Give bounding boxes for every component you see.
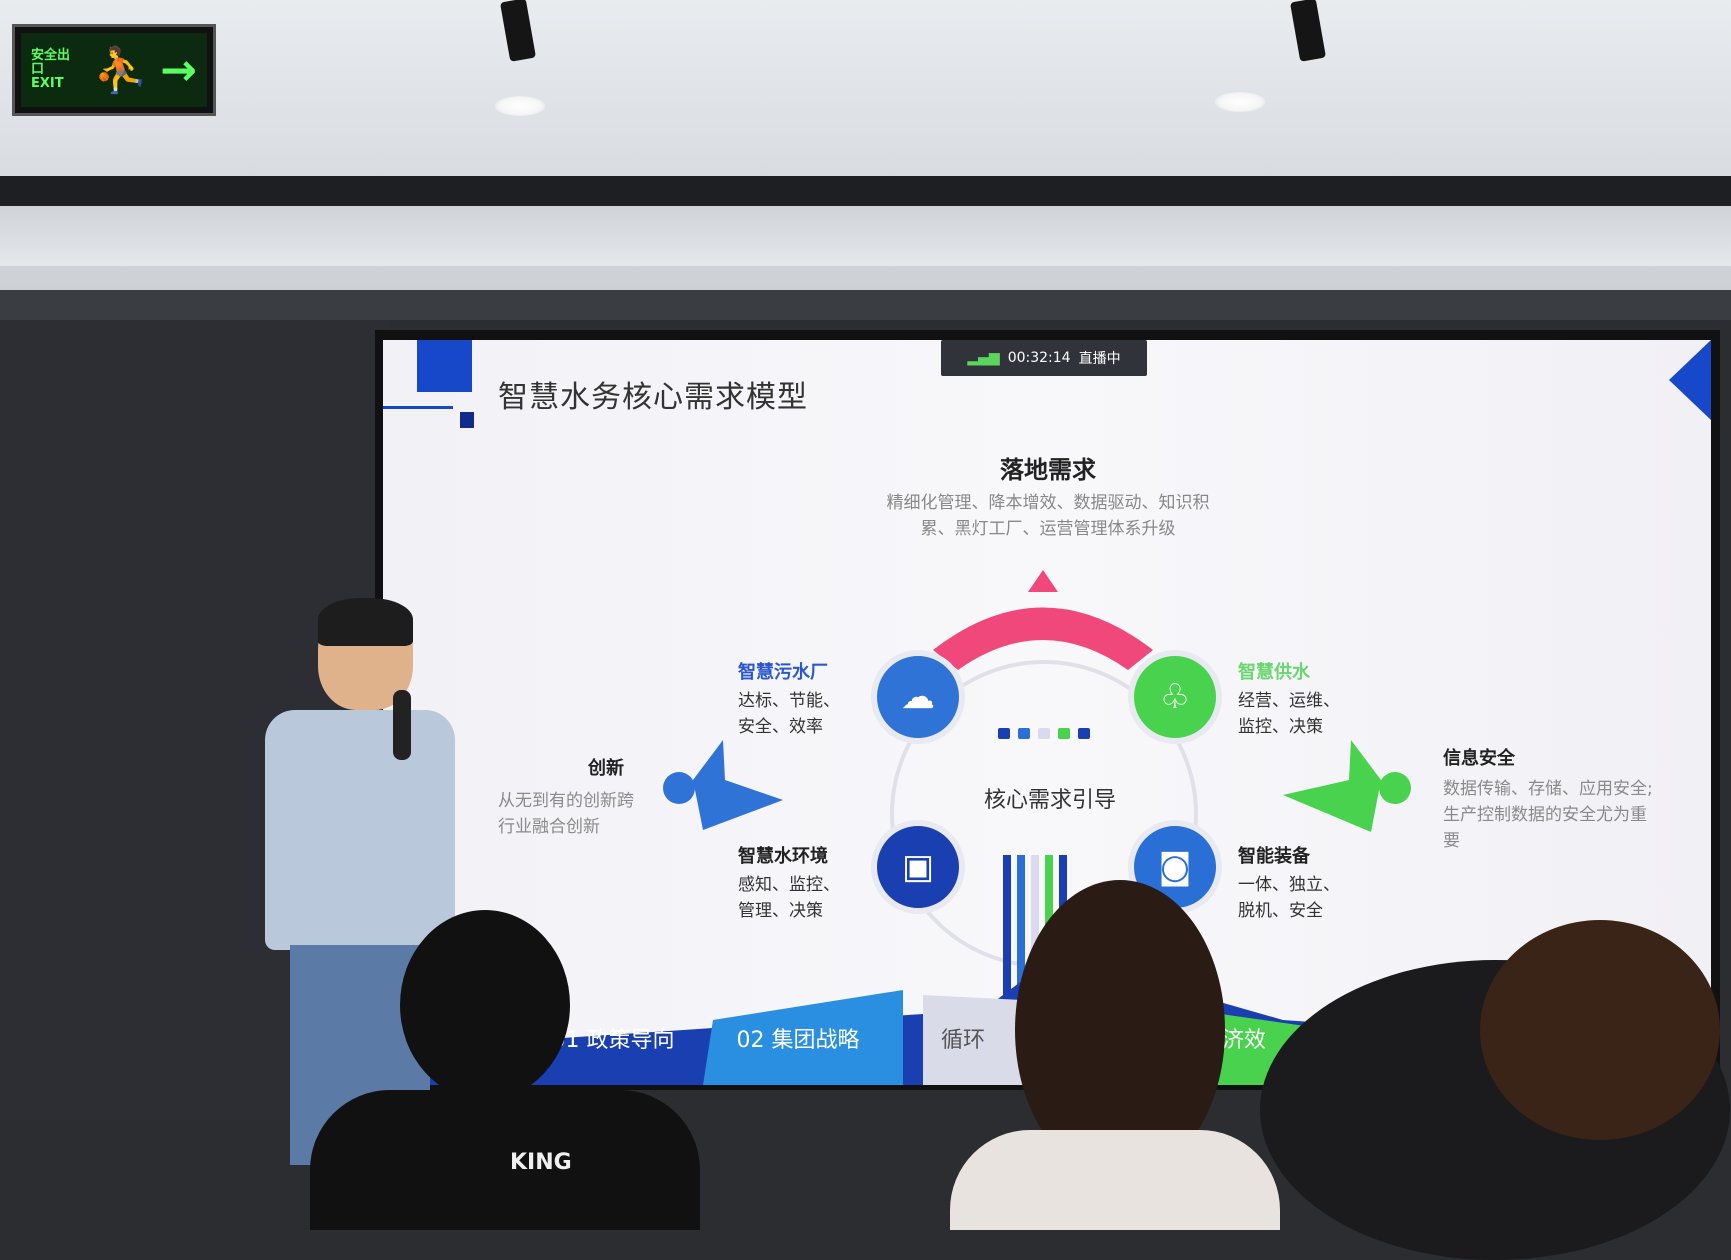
ceiling (0, 0, 1731, 320)
live-status: 直播中 (1078, 351, 1121, 367)
ceiling-edge (0, 290, 1731, 320)
slide-title: 智慧水务核心需求模型 (498, 380, 808, 415)
exit-arrow-icon: → (160, 44, 197, 96)
top-need-desc: 精细化管理、降本增效、数据驱动、知识积累、黑灯工厂、运营管理体系升级 (886, 493, 1210, 539)
shirt-print: KING (510, 1150, 572, 1175)
node-desc-wastewater: 达标、节能、安全、效率 (738, 691, 840, 737)
stripe (1031, 855, 1039, 1005)
stripe (1003, 855, 1011, 1005)
slide-deco (383, 406, 453, 409)
microphone-icon (393, 690, 411, 760)
node-title-supply: 智慧供水 (1238, 662, 1310, 683)
exit-sign-cn: 安全出口 (31, 48, 71, 77)
security-title: 信息安全 (1443, 748, 1515, 769)
signal-icon: ▂▄▆ (967, 350, 1000, 366)
live-badge: ▂▄▆ 00:32:14 直播中 (941, 340, 1147, 376)
innovation-title: 创新 (588, 758, 624, 779)
audience-head (1480, 920, 1720, 1140)
slide-deco (460, 412, 474, 428)
cloud-download-icon: ☁ (871, 650, 965, 744)
slide-deco (417, 340, 472, 392)
node-desc-environment: 感知、监控、管理、决策 (738, 875, 840, 921)
innovation-shape (663, 740, 783, 830)
tab-cycle: 循环 (940, 1027, 985, 1053)
ceiling-light (1215, 92, 1265, 112)
node-title-wastewater: 智慧污水厂 (738, 662, 828, 683)
pink-arc (933, 570, 1153, 670)
audience-body (310, 1090, 700, 1230)
progress-dots (998, 728, 1090, 739)
slide-deco-triangle (1669, 340, 1711, 420)
audience-body (950, 1130, 1280, 1230)
node-desc-supply: 经营、运维、监控、决策 (1238, 691, 1340, 737)
innovation-desc: 从无到有的创新跨行业融合创新 (498, 791, 634, 837)
exit-sign-en: EXIT (31, 76, 64, 91)
tab-strategy: 02 集团战略 (736, 1027, 860, 1053)
ceiling-light (495, 96, 545, 116)
node-title-environment: 智慧水环境 (738, 846, 828, 867)
live-time: 00:32:14 (1007, 350, 1071, 366)
exit-sign: 安全出口 EXIT ⛹ → (12, 24, 216, 116)
audience-head (400, 910, 570, 1100)
running-man-icon: ⛹ (93, 45, 148, 96)
node-desc-equipment: 一体、独立、脱机、安全 (1238, 875, 1340, 921)
stripe (1017, 855, 1025, 1005)
node-title-equipment: 智能装备 (1238, 846, 1310, 867)
ceiling-soffit (0, 206, 1731, 266)
tab-policy: 01 政策导向 (551, 1027, 675, 1053)
film-icon: ▣ (871, 820, 965, 914)
core-label: 核心需求引导 (983, 788, 1116, 813)
security-shape (1283, 740, 1411, 832)
top-need-title: 落地需求 (1000, 456, 1096, 484)
ceiling-beam (0, 176, 1731, 206)
security-desc: 数据传输、存储、应用安全;生产控制数据的安全尤为重要 (1443, 779, 1653, 851)
hand-drop-icon: ♧ (1128, 650, 1222, 744)
